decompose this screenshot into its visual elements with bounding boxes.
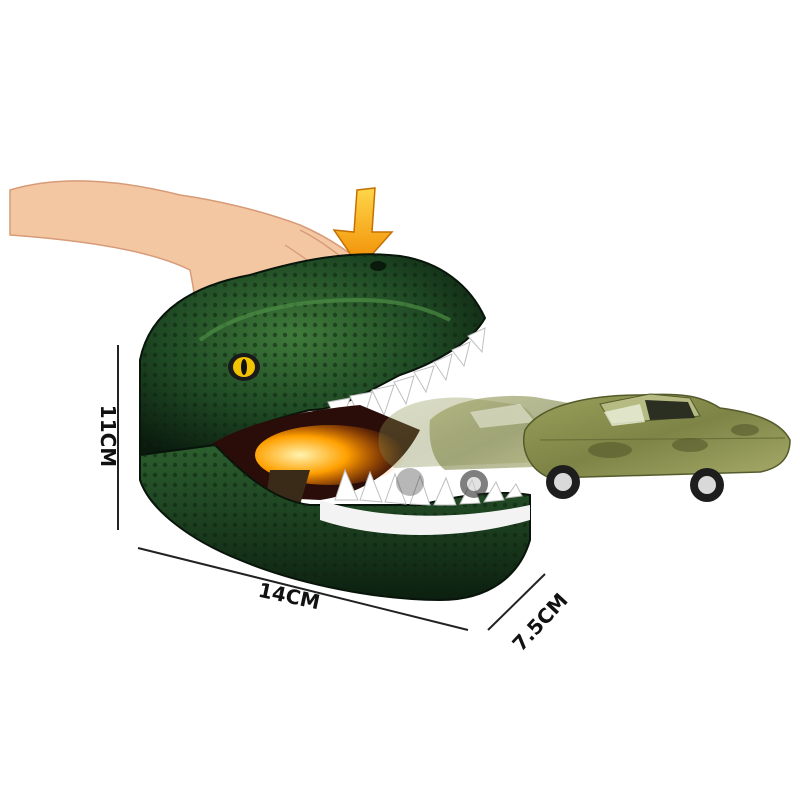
dinosaur-lower-jaw bbox=[139, 443, 531, 602]
toy-car bbox=[523, 393, 791, 502]
width-dimension-line bbox=[137, 547, 469, 631]
depth-dimension-line bbox=[487, 573, 546, 631]
dinosaur-head bbox=[139, 253, 487, 457]
height-label: 11CM bbox=[96, 404, 121, 468]
press-down-arrow-icon bbox=[332, 187, 394, 270]
dimension-lines bbox=[117, 345, 546, 631]
